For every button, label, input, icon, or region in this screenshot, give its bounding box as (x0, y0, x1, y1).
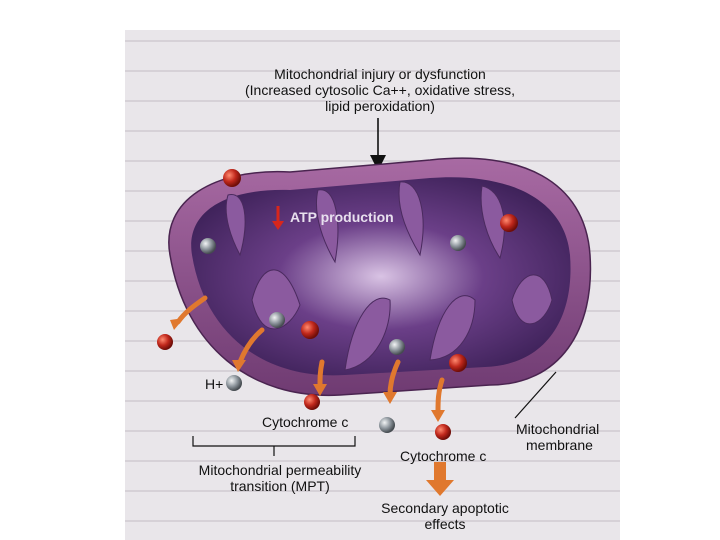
cytochrome-c-right-label: Cytochrome c (400, 448, 487, 464)
h-plus-label: H+ (205, 376, 224, 392)
red-sphere-released (157, 334, 173, 350)
atp-production-label: ATP production (290, 209, 394, 225)
effects-arrow-shaft (434, 462, 446, 482)
cristae (225, 181, 553, 371)
inner-matrix (191, 177, 571, 376)
gray-sphere (269, 312, 285, 328)
red-sphere-released (435, 424, 451, 440)
mitochondrial-membrane-label: Mitochondrial membrane (516, 421, 600, 453)
red-sphere-released (304, 394, 320, 410)
release-arrowheads (170, 318, 445, 422)
red-sphere (223, 169, 241, 187)
red-sphere (500, 214, 518, 232)
gray-sphere (389, 339, 405, 355)
gray-sphere (450, 235, 466, 251)
gray-sphere-released (226, 375, 242, 391)
effects-arrow-head (426, 480, 454, 496)
membrane-pointer (514, 371, 557, 419)
mpt-bracket (192, 436, 356, 456)
injury-title: Mitochondrial injury or dysfunction (Inc… (244, 66, 515, 114)
red-sphere (449, 354, 467, 372)
cytochrome-c-left-label: Cytochrome c (262, 414, 349, 430)
secondary-apoptotic-effects-label: Secondary apoptotic effects (381, 500, 509, 532)
gray-sphere (200, 238, 216, 254)
gray-sphere-released (379, 417, 395, 433)
mpt-label: Mitochondrial permeability transition (M… (198, 462, 362, 494)
red-sphere (301, 321, 319, 339)
